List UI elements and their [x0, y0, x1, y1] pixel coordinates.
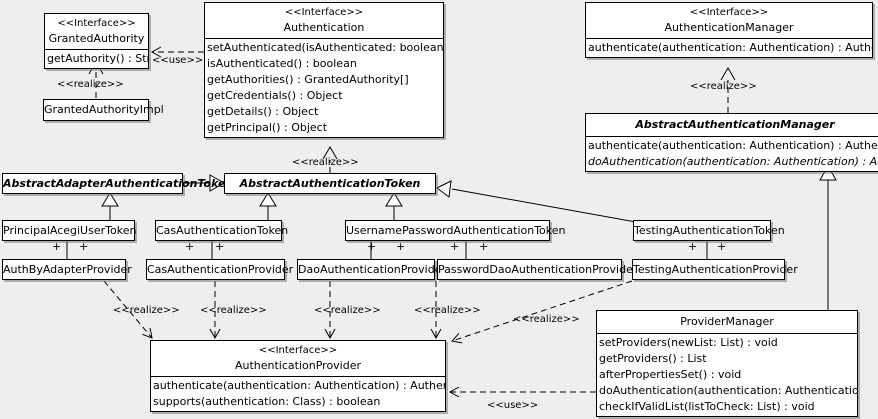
multiplicity-marker: +: [450, 240, 460, 253]
operations-compartment: authenticate(authentication: Authenticat…: [586, 38, 872, 57]
operation-row: isAuthenticated() : boolean: [207, 57, 357, 70]
class-authentication[interactable]: <<Interface>> Authentication setAuthenti…: [204, 2, 444, 138]
class-header: ProviderManager: [597, 311, 857, 333]
class-name: CasAuthenticationToken: [156, 224, 289, 237]
class-cas-authentication-provider[interactable]: CasAuthenticationProvider: [146, 259, 293, 280]
class-cas-authentication-token[interactable]: CasAuthenticationToken: [155, 220, 288, 241]
class-name: Authentication: [283, 21, 365, 34]
operation-row: afterPropertiesSet() : void: [599, 368, 742, 381]
operations-compartment: getAuthority() : String: [45, 49, 148, 68]
edge-label-realize-dao-authentication-provider: <<realize>>: [314, 305, 381, 316]
multiplicity-marker: +: [79, 240, 89, 253]
class-abstract-authentication-manager[interactable]: AbstractAuthenticationManager authentica…: [585, 113, 878, 172]
class-dao-authentication-provider[interactable]: DaoAuthenticationProvider: [297, 259, 446, 280]
class-name: TestingAuthenticationToken: [634, 224, 785, 237]
class-header: <<Interface>> Authentication: [205, 3, 443, 38]
stereotype-label: <<Interface>>: [689, 7, 769, 18]
class-name: GrantedAuthorityImpl: [44, 103, 164, 116]
class-name: DaoAuthenticationProvider: [298, 263, 446, 276]
class-name: GrantedAuthority: [48, 32, 145, 45]
class-principal-acegi-user-token[interactable]: PrincipalAcegiUserToken: [2, 220, 137, 241]
operation-row: getAuthorities() : GrantedAuthority[]: [207, 73, 409, 86]
class-password-dao-authentication-provider[interactable]: PasswordDaoAuthenticationProvider: [437, 259, 637, 280]
class-username-password-authentication-token[interactable]: UsernamePasswordAuthenticationToken: [345, 220, 566, 241]
edge-label-realize-auth-by-adapter-provider: <<realize>>: [113, 305, 180, 316]
operation-row: setProviders(newList: List) : void: [599, 336, 778, 349]
class-authentication-manager[interactable]: <<Interface>> AuthenticationManager auth…: [585, 2, 873, 58]
operation-row: doAuthentication(authentication: Authent…: [588, 155, 878, 168]
operation-row: setAuthenticated(isAuthenticated: boolea…: [207, 41, 443, 54]
edge-label-realize-granted-authority-impl: <<realize>>: [57, 79, 124, 90]
class-name: PrincipalAcegiUserToken: [3, 224, 137, 237]
operation-row: getDetails() : Object: [207, 105, 319, 118]
stereotype-label: <<Interface>>: [258, 345, 338, 356]
class-name: PasswordDaoAuthenticationProvider: [438, 263, 638, 276]
multiplicity-marker: +: [52, 240, 62, 253]
edge-label-use-provider-manager: <<use>>: [487, 400, 539, 411]
operation-row: getAuthority() : String: [47, 52, 148, 65]
edge-label-use-authentication-granted-authority: <<use>>: [152, 55, 204, 66]
stereotype-label: <<Interface>>: [57, 18, 136, 29]
class-name: AuthenticationManager: [664, 21, 794, 34]
class-name: AbstractAuthenticationManager: [635, 118, 835, 131]
edge-label-realize-abstract-authentication-token: <<realize>>: [292, 157, 359, 168]
multiplicity-marker: +: [688, 240, 698, 253]
operations-compartment: setProviders(newList: List) : void getPr…: [597, 333, 857, 416]
class-abstract-adapter-authentication-token[interactable]: AbstractAdapterAuthenticationToken: [2, 173, 233, 194]
class-authentication-provider[interactable]: <<Interface>> AuthenticationProvider aut…: [150, 340, 446, 412]
class-testing-authentication-token[interactable]: TestingAuthenticationToken: [633, 220, 785, 241]
class-header: <<Interface>> AuthenticationProvider: [151, 341, 445, 376]
class-header: AbstractAuthenticationManager: [586, 114, 878, 136]
class-auth-by-adapter-provider[interactable]: AuthByAdapterProvider: [2, 259, 132, 280]
class-granted-authority-impl[interactable]: GrantedAuthorityImpl: [43, 99, 164, 121]
multiplicity-marker: +: [717, 240, 727, 253]
operation-row: doAuthentication(authentication: Authent…: [599, 384, 857, 397]
operations-compartment: setAuthenticated(isAuthenticated: boolea…: [205, 38, 443, 137]
class-name: AbstractAuthenticationToken: [239, 177, 421, 190]
stereotype-label: <<Interface>>: [284, 7, 364, 18]
operation-row: getPrincipal() : Object: [207, 121, 328, 134]
operations-compartment: authenticate(authentication: Authenticat…: [586, 136, 878, 171]
multiplicity-marker: +: [479, 240, 489, 253]
class-name: UsernamePasswordAuthenticationToken: [346, 224, 566, 237]
class-name: AuthByAdapterProvider: [3, 263, 132, 276]
class-name: AbstractAdapterAuthenticationToken: [3, 177, 234, 190]
class-testing-authentication-provider[interactable]: TestingAuthenticationProvider: [632, 259, 798, 280]
operation-row: getProviders() : List: [599, 352, 707, 365]
class-granted-authority[interactable]: <<Interface>> GrantedAuthority getAuthor…: [44, 13, 149, 69]
operation-row: authenticate(authentication: Authenticat…: [588, 139, 878, 152]
operation-row: getCredentials() : Object: [207, 89, 343, 102]
operation-row: checkIfValidList(listToCheck: List) : vo…: [599, 400, 815, 413]
multiplicity-marker: +: [215, 240, 225, 253]
class-provider-manager[interactable]: ProviderManager setProviders(newList: Li…: [596, 310, 858, 417]
operation-row: authenticate(authentication: Authenticat…: [588, 41, 872, 54]
multiplicity-marker: +: [367, 240, 377, 253]
operation-row: authenticate(authentication: Authenticat…: [153, 379, 445, 392]
class-header: <<Interface>> GrantedAuthority: [45, 14, 148, 49]
operation-row: supports(authentication: Class) : boolea…: [153, 395, 381, 408]
class-header: <<Interface>> AuthenticationManager: [586, 3, 872, 38]
class-abstract-authentication-token[interactable]: AbstractAuthenticationToken: [224, 173, 436, 194]
class-name: AuthenticationProvider: [234, 359, 362, 372]
edge-label-realize-provider-manager: <<realize>>: [513, 314, 580, 325]
class-name: TestingAuthenticationProvider: [633, 263, 798, 276]
class-name: ProviderManager: [680, 315, 774, 328]
class-name: CasAuthenticationProvider: [147, 263, 294, 276]
edge-label-realize-password-dao-authentication-provider: <<realize>>: [414, 305, 481, 316]
operations-compartment: authenticate(authentication: Authenticat…: [151, 376, 445, 411]
edge-label-realize-abstract-authentication-manager: <<realize>>: [690, 81, 757, 92]
edge-label-realize-cas-authentication-provider: <<realize>>: [200, 305, 267, 316]
multiplicity-marker: +: [185, 240, 195, 253]
multiplicity-marker: +: [396, 240, 406, 253]
